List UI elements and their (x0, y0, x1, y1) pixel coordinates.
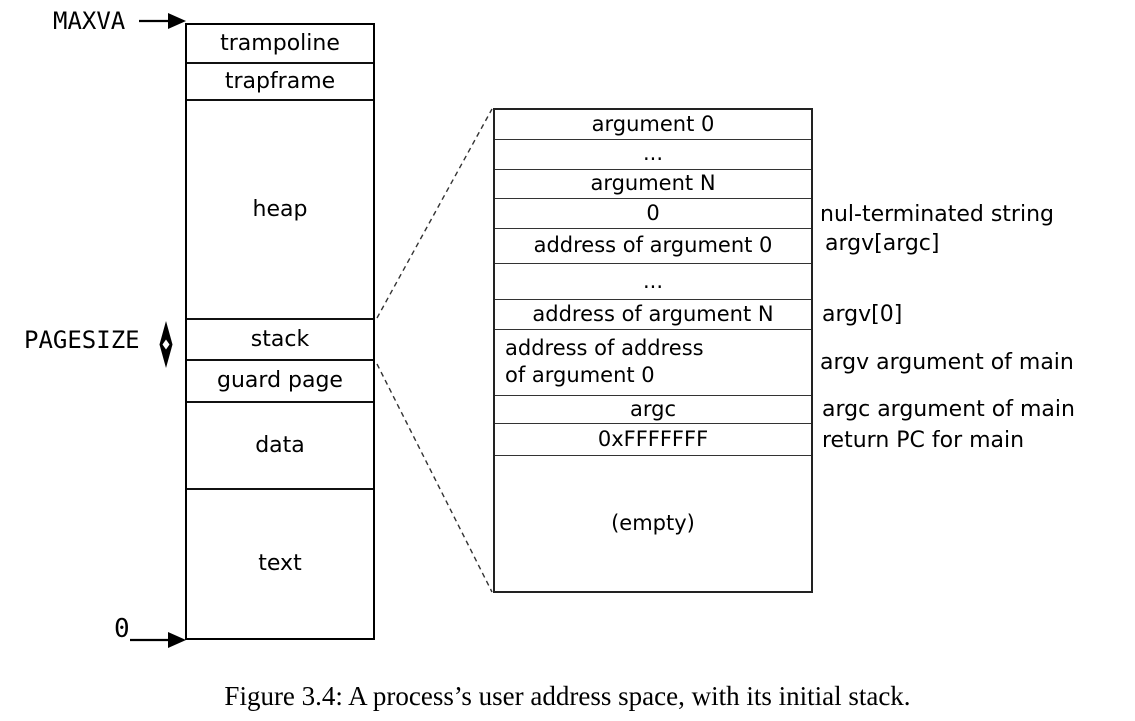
annotation-nul-terminated: nul-terminated string (820, 202, 1054, 227)
pagesize-label: PAGESIZE (24, 326, 140, 354)
zero-address-label: 0 (114, 614, 130, 644)
zoom-connector-bottom (376, 363, 493, 593)
region-text: text (258, 551, 302, 577)
annotation-argv-argc: argv[argc] (825, 231, 940, 256)
region-trampoline: trampoline (187, 25, 373, 64)
stack-row-addr-argument-n: address of argument N (495, 300, 811, 331)
region-trapframe: trapframe (187, 64, 373, 101)
stack-row-argument-0: argument 0 (495, 110, 811, 140)
figure-caption: Figure 3.4: A process’s user address spa… (224, 681, 911, 711)
region-data: data (187, 403, 373, 490)
pagesize-arrow (159, 321, 173, 368)
annotation-return-pc: return PC for main (822, 428, 1025, 453)
maxva-arrow (139, 13, 186, 29)
stack-row-addr-argument-0: address of argument 0 (495, 229, 811, 264)
stack-row-return-pc: 0xFFFFFFF (495, 424, 811, 457)
stack-row-empty: (empty) (611, 510, 695, 535)
stack-row-argument-n: argument N (495, 170, 811, 200)
stack-row-argc: argc (495, 396, 811, 425)
stack-row-ellipsis-addrs: ... (495, 264, 811, 301)
zoom-connector-top (376, 108, 493, 319)
zero-arrow (130, 632, 186, 648)
region-heap: heap (187, 101, 373, 321)
region-guard-page: guard page (187, 361, 373, 403)
region-stack: stack (187, 320, 373, 361)
stack-row-zero: 0 (495, 199, 811, 229)
annotation-argv-main: argv argument of main (820, 350, 1074, 375)
address-space-box: trampoline trapframe heap stack guard pa… (185, 23, 375, 640)
maxva-label: MAXVA (53, 7, 126, 35)
annotation-argv-0: argv[0] (822, 302, 903, 327)
annotation-argc-main: argc argument of main (822, 397, 1075, 422)
stack-row-ellipsis-args: ... (495, 140, 811, 170)
stack-detail-box: argument 0 ... argument N 0 address of a… (493, 108, 813, 593)
stack-row-addr-addr-arg-0: address of address of argument 0 (495, 330, 811, 396)
